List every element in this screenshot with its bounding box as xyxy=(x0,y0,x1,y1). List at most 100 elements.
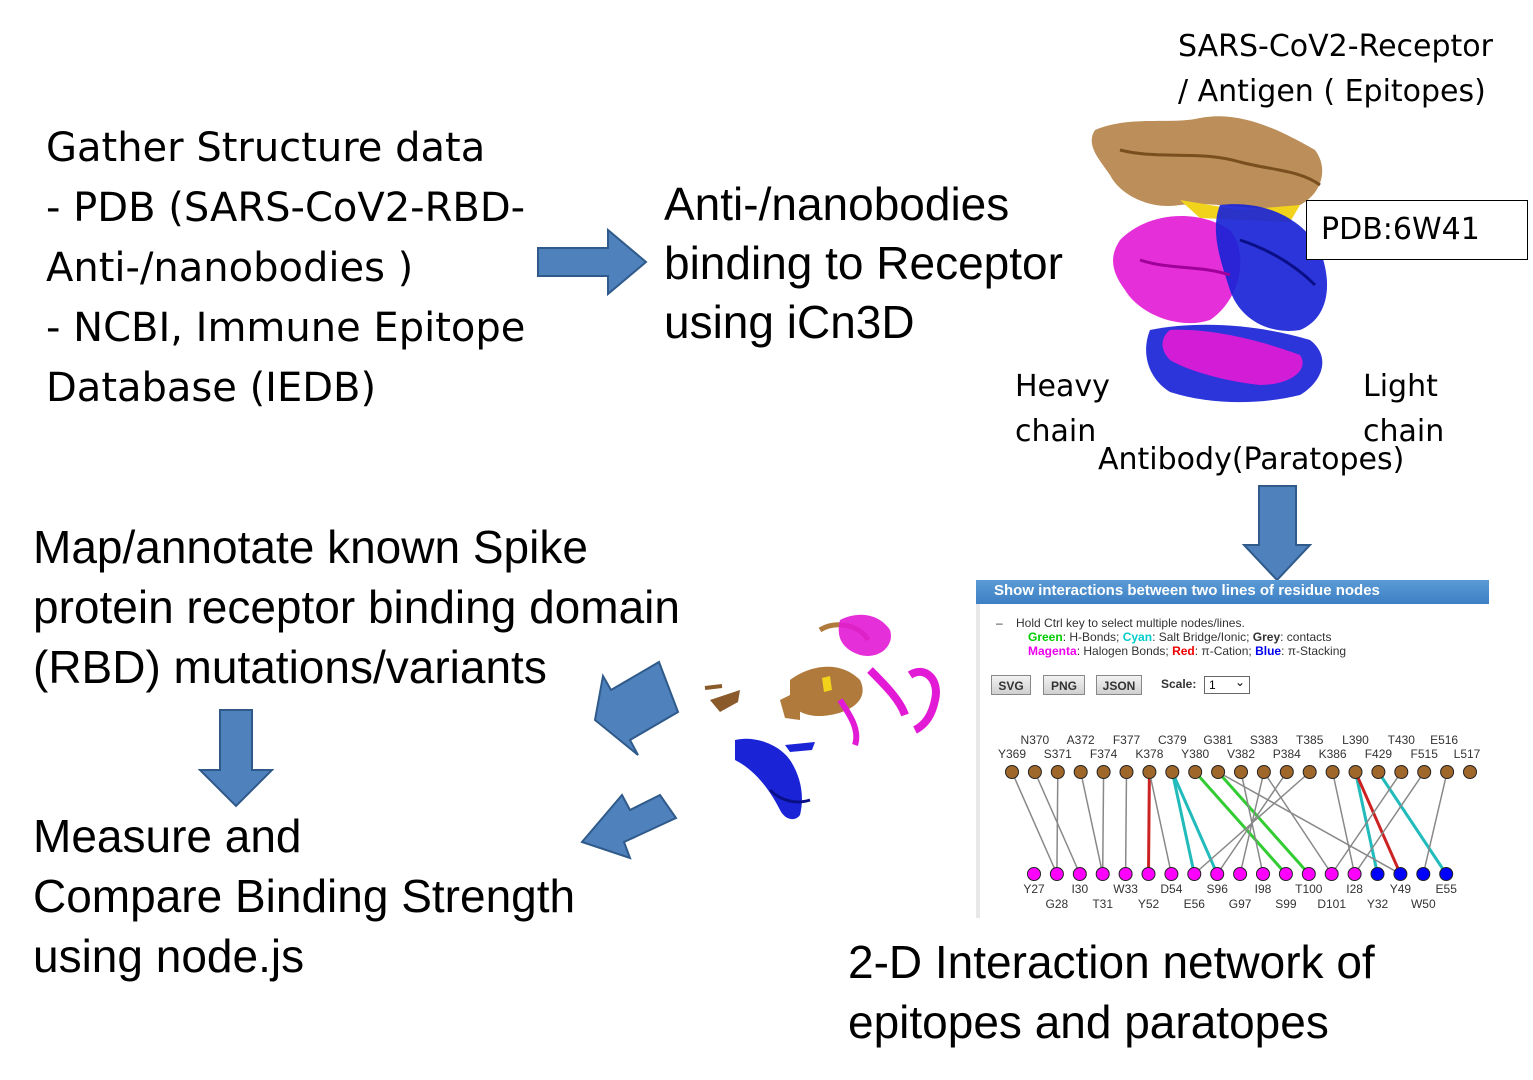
interaction-edge[interactable] xyxy=(1056,771,1059,875)
epitope-node[interactable] xyxy=(1073,765,1088,779)
scale-select[interactable]: 1 xyxy=(1204,674,1250,694)
map-line: protein receptor binding domain xyxy=(33,581,680,633)
epitope-node[interactable] xyxy=(1440,765,1455,779)
interaction-edge[interactable] xyxy=(1263,771,1333,875)
interaction-edge[interactable] xyxy=(1331,771,1356,875)
legend-red-text: : π-Cation; xyxy=(1194,644,1256,658)
residue-label: Y52 xyxy=(1138,897,1160,911)
map-annotate-text: Map/annotate known Spike protein recepto… xyxy=(33,517,680,697)
interaction-edge[interactable] xyxy=(1353,771,1425,875)
svg-button[interactable]: SVG xyxy=(991,675,1031,695)
epitope-node[interactable] xyxy=(1096,765,1111,779)
residue-label: G28 xyxy=(1046,897,1069,911)
heavy-chain-node[interactable] xyxy=(1187,867,1202,881)
arrow-up-left-to-map xyxy=(593,660,680,756)
epitope-node[interactable] xyxy=(1027,765,1042,779)
epitope-node[interactable] xyxy=(1417,765,1432,779)
interaction-edge[interactable] xyxy=(1101,771,1105,875)
panel-hint: – Hold Ctrl key to select multiple nodes… xyxy=(996,616,1245,630)
residue-label: I98 xyxy=(1255,882,1272,896)
interaction-edge[interactable] xyxy=(1148,771,1173,875)
residue-label: Y32 xyxy=(1367,897,1389,911)
residue-label: K386 xyxy=(1319,747,1347,761)
heavy-chain-node[interactable] xyxy=(1210,867,1225,881)
light-chain-node[interactable] xyxy=(1370,867,1385,881)
heavy-chain-node[interactable] xyxy=(1095,867,1110,881)
interaction-edge[interactable] xyxy=(1331,771,1402,875)
legend-line-2: Magenta: Halogen Bonds; Red: π-Cation; B… xyxy=(1028,644,1346,658)
epitope-node[interactable] xyxy=(1211,765,1226,779)
interaction-edge[interactable] xyxy=(1217,771,1401,875)
scale-label: Scale: xyxy=(1161,677,1197,691)
interaction-edge[interactable] xyxy=(1011,771,1058,875)
interaction-panel: Show interactions between two lines of r… xyxy=(976,580,1489,918)
paratope-label: Antibody(Paratopes) xyxy=(1098,442,1405,477)
interaction-edge[interactable] xyxy=(1147,771,1151,875)
epitope-node[interactable] xyxy=(1394,765,1409,779)
epitope-node[interactable] xyxy=(1119,765,1134,779)
gather-line: Gather Structure data xyxy=(46,125,486,171)
heavy-chain-node[interactable] xyxy=(1118,867,1133,881)
epitope-node[interactable] xyxy=(1371,765,1386,779)
gather-line: Database (IEDB) xyxy=(46,365,377,411)
heavy-chain-node[interactable] xyxy=(1049,867,1064,881)
heavy-chain-node[interactable] xyxy=(1164,867,1179,881)
heavy-chain-node[interactable] xyxy=(1027,867,1041,881)
legend-blue-text: : π-Stacking xyxy=(1281,644,1347,658)
interaction-edge[interactable] xyxy=(1216,771,1310,875)
legend-magenta-text: : Halogen Bonds; xyxy=(1076,644,1173,658)
legend-green-text: : H-Bonds; xyxy=(1062,630,1123,644)
receptor-label: SARS-CoV2-Receptor / Antigen ( Epitopes) xyxy=(1178,24,1493,114)
heavy-chain-node[interactable] xyxy=(1324,867,1339,881)
light-chain-line: Light xyxy=(1363,369,1438,404)
epitope-node[interactable] xyxy=(1050,765,1065,779)
residue-label: T100 xyxy=(1295,882,1323,896)
interaction-edge[interactable] xyxy=(1079,771,1104,875)
light-chain-node[interactable] xyxy=(1416,867,1431,881)
interaction-edge[interactable] xyxy=(1170,771,1196,875)
light-chain-label: Light chain xyxy=(1363,364,1444,454)
epitope-node[interactable] xyxy=(1348,765,1363,779)
epitope-node[interactable] xyxy=(1279,765,1294,779)
epitope-node[interactable] xyxy=(1256,765,1271,779)
heavy-chain-node[interactable] xyxy=(1301,867,1316,881)
interaction-edge[interactable] xyxy=(1194,771,1288,875)
epitope-node[interactable] xyxy=(1325,765,1340,779)
light-chain-node[interactable] xyxy=(1393,867,1408,881)
antibodies-line: using iCn3D xyxy=(664,296,915,348)
residue-label: I28 xyxy=(1346,882,1363,896)
heavy-chain-node[interactable] xyxy=(1233,867,1248,881)
png-button[interactable]: PNG xyxy=(1043,675,1085,695)
heavy-chain-line: chain xyxy=(1015,414,1097,449)
heavy-chain-node[interactable] xyxy=(1072,867,1087,881)
receptor-line: SARS-CoV2-Receptor xyxy=(1178,29,1493,64)
json-button[interactable]: JSON xyxy=(1096,675,1142,695)
residue-label: Y380 xyxy=(1181,747,1209,761)
heavy-chain-node[interactable] xyxy=(1278,867,1293,881)
residue-label: Y369 xyxy=(998,747,1026,761)
interaction-edge[interactable] xyxy=(1124,771,1128,875)
heavy-chain-node[interactable] xyxy=(1347,867,1362,881)
epitope-node[interactable] xyxy=(1302,765,1317,779)
residue-label: Y49 xyxy=(1390,882,1412,896)
arrow-down-to-measure xyxy=(197,709,275,808)
interaction-edge[interactable] xyxy=(1354,771,1402,875)
epitope-node[interactable] xyxy=(1463,765,1477,779)
heavy-chain-node[interactable] xyxy=(1141,867,1156,881)
epitope-node[interactable] xyxy=(1188,765,1203,779)
epitope-node[interactable] xyxy=(1142,765,1157,779)
residue-label: C379 xyxy=(1158,733,1187,747)
epitope-node[interactable] xyxy=(1165,765,1180,779)
epitope-node[interactable] xyxy=(1234,765,1248,779)
measure-line: using node.js xyxy=(33,930,305,982)
residue-label: L517 xyxy=(1454,747,1481,761)
heavy-chain-node[interactable] xyxy=(1256,867,1270,881)
interaction-edge[interactable] xyxy=(1422,771,1448,875)
light-chain-node[interactable] xyxy=(1439,867,1454,881)
residue-label: F374 xyxy=(1090,747,1118,761)
epitope-node[interactable] xyxy=(1005,765,1019,779)
interface-ribbons-image xyxy=(704,614,940,820)
interaction-edge[interactable] xyxy=(1170,771,1219,875)
interaction-edge[interactable] xyxy=(1193,771,1311,875)
